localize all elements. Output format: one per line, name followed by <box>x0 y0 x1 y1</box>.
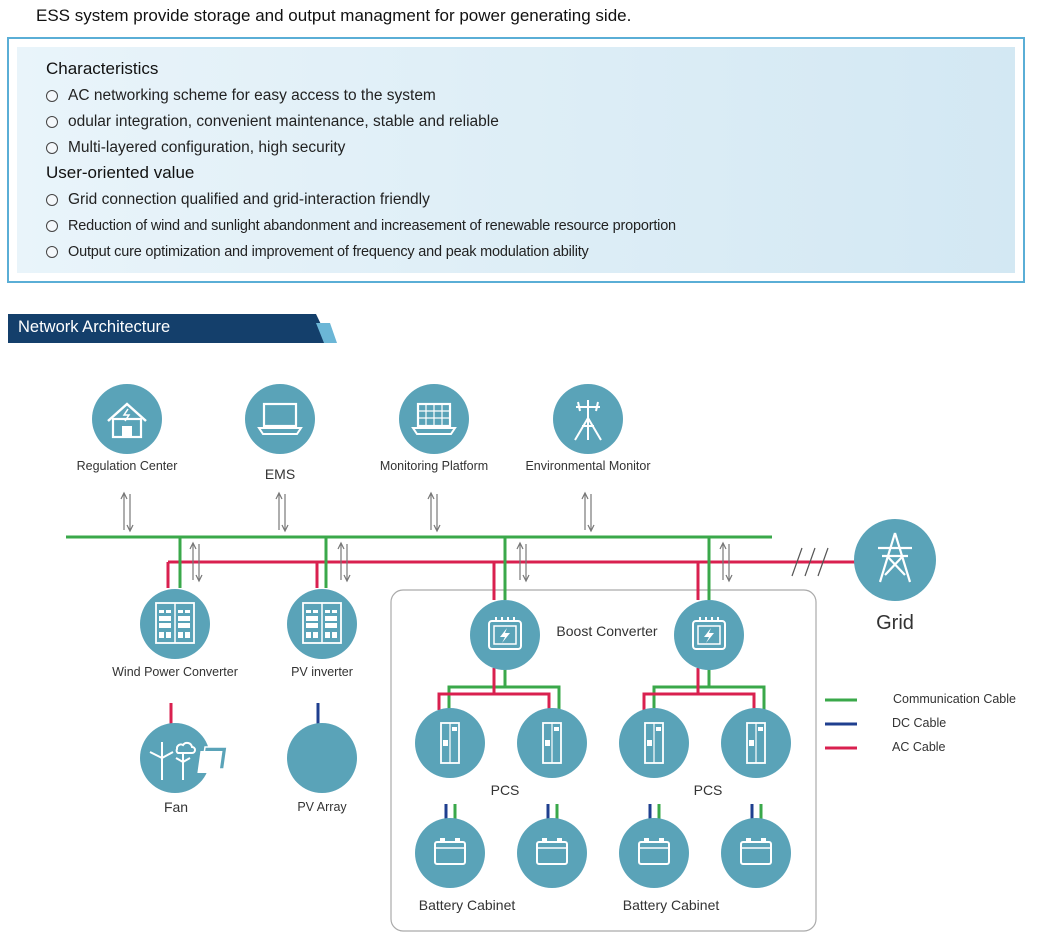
wind-power-converter-label: Wind Power Converter <box>112 665 238 679</box>
characteristic-item: Multi-layered configuration, high securi… <box>46 138 345 158</box>
user-value-text: Reduction of wind and sunlight abandonme… <box>68 218 676 234</box>
monitoring-platform-icon <box>399 384 469 454</box>
pcs-unit-icon <box>517 708 587 778</box>
pv-array-label: PV Array <box>297 800 347 814</box>
circle-bullet-icon <box>46 246 58 258</box>
transmission-tower-icon <box>854 519 936 601</box>
pcs-label: PCS <box>490 782 520 798</box>
pcs-unit-icon <box>619 708 689 778</box>
pcs-unit-icon <box>415 708 485 778</box>
characteristic-item: odular integration, convenient maintenan… <box>46 112 499 132</box>
pv-inverter-label: PV inverter <box>291 665 353 679</box>
section-header-shape <box>8 314 337 343</box>
regulation-center-icon <box>92 384 162 454</box>
wind-turbine-icon <box>140 723 210 793</box>
section-header: Network Architecture <box>8 314 338 343</box>
environmental-monitor-label: Environmental Monitor <box>525 459 651 473</box>
monitoring-platform-label: Monitoring Platform <box>379 459 489 473</box>
battery-cabinet-icon <box>619 818 689 888</box>
battery-cabinet-icon <box>517 818 587 888</box>
battery-cabinet-label: Battery Cabinet <box>418 897 516 913</box>
pcs-distribution-right <box>642 668 766 710</box>
legend-communication-label: Communication Cable <box>893 692 1016 706</box>
grid-link-break-marks <box>791 547 829 577</box>
fan-label: Fan <box>163 799 189 815</box>
characteristics-box: Characteristics AC networking scheme for… <box>7 37 1025 283</box>
section-title: Network Architecture <box>18 318 171 336</box>
battery-cabinet-label: Battery Cabinet <box>622 897 720 913</box>
ems-icon <box>245 384 315 454</box>
user-value-text: Output cure optimization and improvement… <box>68 244 589 260</box>
user-value-text: Grid connection qualified and grid-inter… <box>68 191 430 208</box>
battery-cabinet-icon <box>415 818 485 888</box>
characteristic-item: AC networking scheme for easy access to … <box>46 86 436 106</box>
pv-inverter-icon <box>287 589 357 659</box>
battery-links <box>444 804 763 820</box>
intro-text: ESS system provide storage and output ma… <box>36 6 632 25</box>
circle-bullet-icon <box>46 142 58 154</box>
communication-drops <box>178 537 711 600</box>
pcs-distribution-left <box>437 668 561 710</box>
pcs-unit-icon <box>721 708 791 778</box>
circle-bullet-icon <box>46 194 58 206</box>
circle-bullet-icon <box>46 220 58 232</box>
user-value-item: Grid connection qualified and grid-inter… <box>46 190 430 210</box>
boost-converter-label: Boost Converter <box>556 623 658 639</box>
boost-converter-icon <box>470 600 540 670</box>
characteristic-text: odular integration, convenient maintenan… <box>68 113 499 130</box>
legend-ac-label: AC Cable <box>892 740 946 754</box>
characteristics-heading: Characteristics <box>46 59 159 78</box>
user-value-item: Output cure optimization and improvement… <box>46 242 589 262</box>
wind-power-converter-icon <box>140 589 210 659</box>
pcs-label: PCS <box>693 782 723 798</box>
characteristics-panel: Characteristics AC networking scheme for… <box>17 47 1015 273</box>
circle-bullet-icon <box>46 90 58 102</box>
user-value-item: Reduction of wind and sunlight abandonme… <box>46 216 676 236</box>
ac-drops <box>166 562 700 600</box>
battery-cabinet-icon <box>721 818 791 888</box>
environmental-monitor-icon <box>553 384 623 454</box>
user-value-heading: User-oriented value <box>46 163 195 182</box>
storage-system-enclosure <box>390 589 817 932</box>
characteristic-text: Multi-layered configuration, high securi… <box>68 139 346 156</box>
boost-converter-icon <box>674 600 744 670</box>
regulation-center-label: Regulation Center <box>76 459 178 473</box>
characteristic-text: AC networking scheme for easy access to … <box>68 87 436 104</box>
grid-label: Grid <box>876 612 914 634</box>
circle-bullet-icon <box>46 116 58 128</box>
legend-dc-label: DC Cable <box>892 716 947 730</box>
ems-label: EMS <box>264 466 296 482</box>
solar-panel-icon <box>197 723 357 793</box>
